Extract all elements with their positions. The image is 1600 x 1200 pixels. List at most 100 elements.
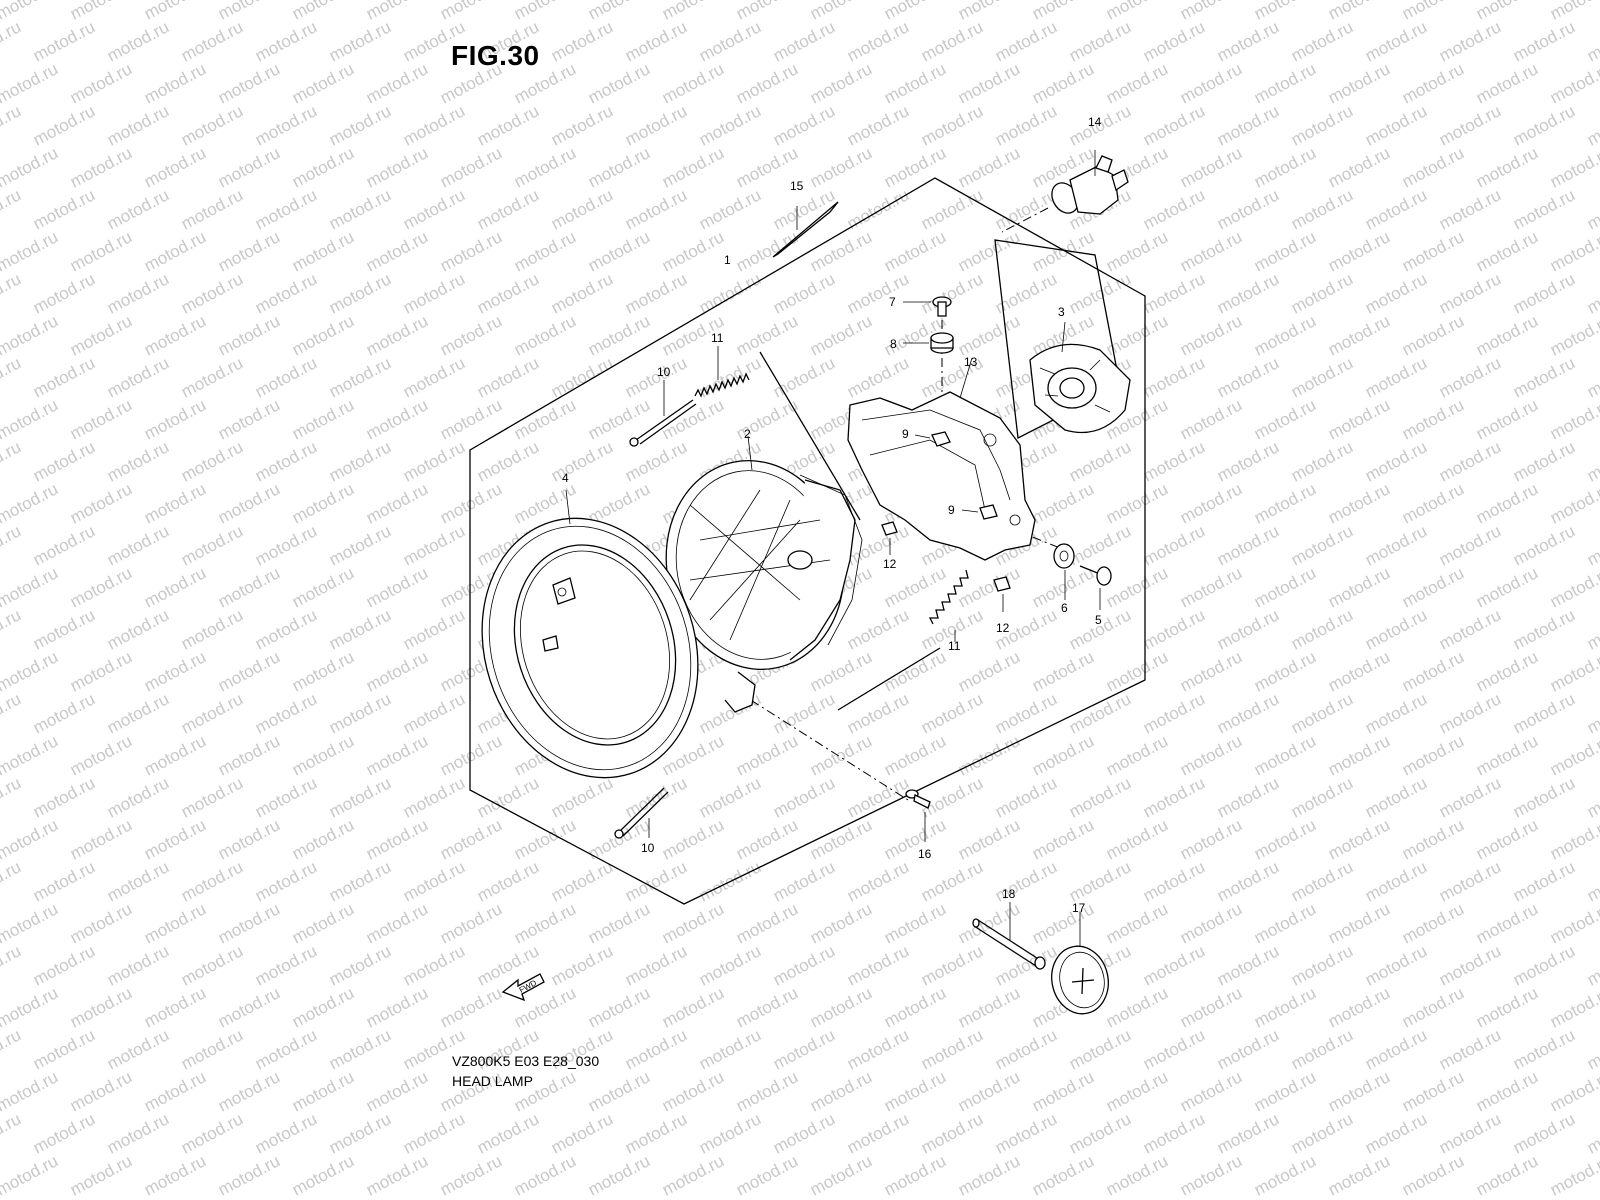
watermark-text: motod.ru: [622, 185, 690, 233]
watermark-text: motod.ru: [178, 353, 246, 401]
watermark-text: motod.ru: [1436, 437, 1504, 485]
watermark-text: motod.ru: [585, 143, 653, 191]
watermark-text: motod.ru: [992, 941, 1060, 989]
watermark-text: motod.ru: [622, 1109, 690, 1157]
watermark-text: motod.ru: [1066, 857, 1134, 905]
watermark-text: motod.ru: [1177, 143, 1245, 191]
watermark-text: motod.ru: [30, 773, 98, 821]
watermark-text: motod.ru: [1029, 59, 1097, 107]
watermark-text: motod.ru: [326, 941, 394, 989]
watermark-text: motod.ru: [1140, 269, 1208, 317]
watermark-text: motod.ru: [1399, 143, 1467, 191]
watermark-text: motod.ru: [1473, 899, 1541, 947]
watermark-text: motod.ru: [104, 857, 172, 905]
watermark-text: motod.ru: [252, 521, 320, 569]
watermark-text: motod.ru: [1325, 395, 1393, 443]
watermark-text: motod.ru: [178, 17, 246, 65]
watermark-text: motod.ru: [0, 269, 24, 317]
callout-labels: 1 2 3 4 5 6 7 8 9 9 10 10 11 11 12 12 13…: [562, 115, 1102, 915]
watermark-text: motod.ru: [548, 857, 616, 905]
watermark-text: motod.ru: [0, 1067, 61, 1115]
watermark-text: motod.ru: [659, 1067, 727, 1115]
watermark-text: motod.ru: [659, 899, 727, 947]
watermark-text: motod.ru: [1584, 437, 1600, 485]
watermark-text: motod.ru: [474, 1109, 542, 1157]
watermark-text: motod.ru: [0, 185, 24, 233]
watermark-text: motod.ru: [67, 1067, 135, 1115]
watermark-text: motod.ru: [807, 1067, 875, 1115]
part-11-spring-upper: [694, 346, 750, 398]
watermark-text: motod.ru: [770, 773, 838, 821]
watermark-text: motod.ru: [252, 269, 320, 317]
watermark-text: motod.ru: [326, 773, 394, 821]
watermark-text: motod.ru: [1103, 479, 1171, 527]
part-12-nut-right: [993, 576, 1011, 612]
watermark-text: motod.ru: [733, 1067, 801, 1115]
watermark-text: motod.ru: [141, 0, 209, 24]
watermark-text: motod.ru: [1510, 941, 1578, 989]
watermark-text: motod.ru: [0, 17, 24, 65]
watermark-text: motod.ru: [67, 0, 135, 24]
watermark-text: motod.ru: [1140, 101, 1208, 149]
watermark-text: motod.ru: [1288, 857, 1356, 905]
watermark-text: motod.ru: [289, 395, 357, 443]
watermark-text: motod.ru: [30, 689, 98, 737]
watermark-text: motod.ru: [67, 395, 135, 443]
watermark-text: motod.ru: [1103, 647, 1171, 695]
watermark-text: motod.ru: [178, 269, 246, 317]
watermark-text: motod.ru: [1399, 647, 1467, 695]
watermark-text: motod.ru: [1325, 899, 1393, 947]
callout-17: 17: [1072, 901, 1086, 915]
watermark-text: motod.ru: [0, 101, 24, 149]
watermark-text: motod.ru: [437, 983, 505, 1031]
watermark-text: motod.ru: [1473, 395, 1541, 443]
watermark-text: motod.ru: [474, 857, 542, 905]
watermark-text: motod.ru: [511, 0, 579, 24]
watermark-text: motod.ru: [955, 311, 1023, 359]
watermark-text: motod.ru: [0, 605, 24, 653]
watermark-text: motod.ru: [252, 17, 320, 65]
part-name: HEAD LAMP: [452, 1073, 533, 1089]
watermark-text: motod.ru: [1177, 983, 1245, 1031]
watermark-text: motod.ru: [215, 563, 283, 611]
watermark-text: motod.ru: [0, 479, 61, 527]
watermark-text: motod.ru: [807, 983, 875, 1031]
watermark-text: motod.ru: [622, 857, 690, 905]
watermark-text: motod.ru: [141, 479, 209, 527]
watermark-text: motod.ru: [1547, 59, 1600, 107]
callout-18: 18: [1002, 887, 1016, 901]
part-7-screw: [903, 296, 952, 317]
watermark-text: motod.ru: [807, 143, 875, 191]
watermark-text: motod.ru: [141, 311, 209, 359]
watermark-text: motod.ru: [1547, 563, 1600, 611]
watermark-text: motod.ru: [1510, 521, 1578, 569]
watermark-text: motod.ru: [67, 227, 135, 275]
watermark-text: motod.ru: [733, 899, 801, 947]
part-12-nut-left: [881, 521, 898, 555]
watermark-text: motod.ru: [326, 521, 394, 569]
watermark-text: motod.ru: [326, 269, 394, 317]
watermark-text: motod.ru: [844, 185, 912, 233]
watermark-text: motod.ru: [400, 605, 468, 653]
watermark-text: motod.ru: [326, 857, 394, 905]
watermark-text: motod.ru: [881, 0, 949, 24]
watermark-text: motod.ru: [770, 689, 838, 737]
watermark-text: motod.ru: [844, 941, 912, 989]
watermark-text: motod.ru: [1473, 479, 1541, 527]
watermark-text: motod.ru: [363, 731, 431, 779]
watermark-text: motod.ru: [1029, 479, 1097, 527]
watermark-text: motod.ru: [1473, 1151, 1541, 1199]
watermark-text: motod.ru: [178, 521, 246, 569]
watermark-text: motod.ru: [1510, 689, 1578, 737]
watermark-text: motod.ru: [1288, 17, 1356, 65]
callout-6: 6: [1061, 601, 1068, 615]
watermark-text: motod.ru: [1584, 689, 1600, 737]
watermark-text: motod.ru: [1325, 479, 1393, 527]
watermark-text: motod.ru: [1547, 983, 1600, 1031]
watermark-text: motod.ru: [511, 311, 579, 359]
watermark-text: motod.ru: [104, 941, 172, 989]
watermark-text: motod.ru: [1214, 773, 1282, 821]
watermark-text: motod.ru: [30, 269, 98, 317]
watermark-text: motod.ru: [1066, 521, 1134, 569]
watermark-text: motod.ru: [326, 101, 394, 149]
